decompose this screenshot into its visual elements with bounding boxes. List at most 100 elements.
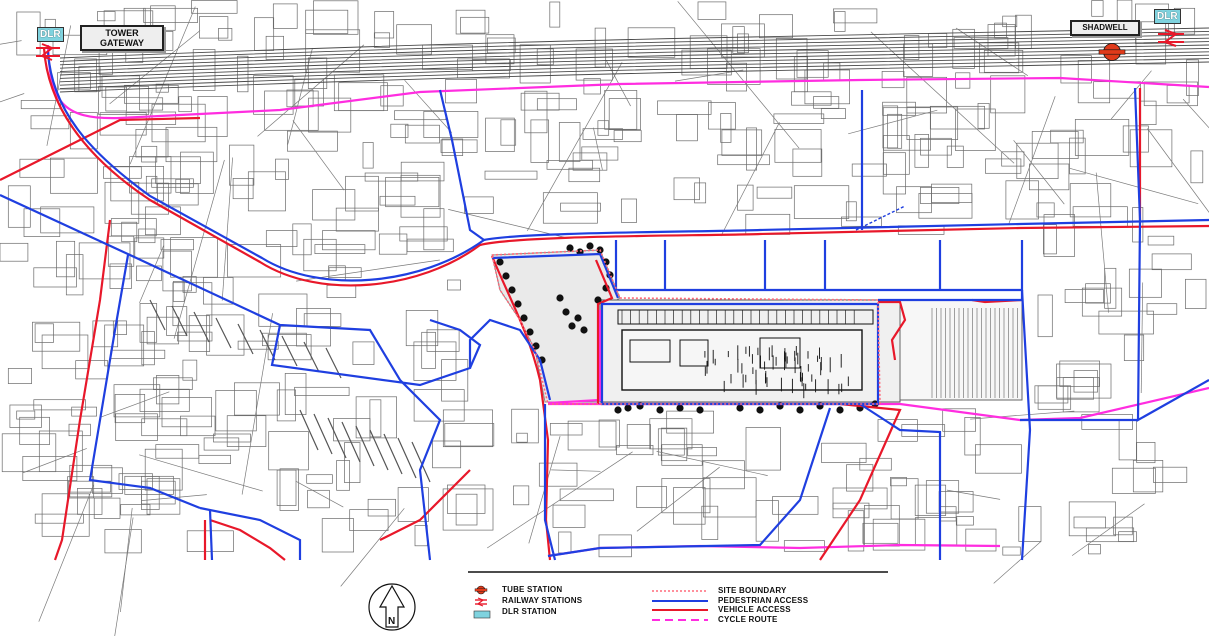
pedestrian-route — [547, 407, 832, 558]
building-outline — [38, 430, 83, 472]
building-outline — [153, 377, 193, 390]
tree — [520, 314, 528, 322]
building-outline — [188, 315, 211, 352]
building-outline — [218, 28, 233, 41]
shadwell-rail-symbol — [1158, 29, 1184, 47]
street-edge — [636, 466, 720, 532]
building-outline — [1034, 385, 1069, 404]
building-outline — [68, 480, 112, 493]
building-outline — [536, 48, 554, 66]
building-outline — [312, 189, 356, 221]
building-outline — [143, 7, 198, 23]
marina-pontoon — [327, 417, 347, 459]
marina-pontoon — [397, 437, 417, 479]
north-arrow — [368, 583, 416, 631]
tree — [556, 294, 564, 302]
building-outline — [180, 151, 214, 194]
building-outline — [666, 410, 714, 434]
street-edge — [221, 157, 233, 301]
building-outline — [141, 418, 188, 437]
building-outline — [737, 33, 749, 54]
marina-pontoon — [369, 429, 389, 471]
street-edge — [340, 508, 405, 587]
building-outline — [793, 185, 850, 219]
building-outline — [151, 103, 206, 143]
building-outline — [887, 113, 903, 149]
building-outline — [661, 478, 711, 514]
building-outline — [308, 97, 352, 133]
shadwell-dlr-badge: DLR — [1154, 9, 1181, 24]
building-outline — [621, 198, 637, 223]
building-outline — [1088, 544, 1101, 555]
building-outline — [447, 279, 461, 291]
street-edge — [292, 120, 345, 191]
marina-pontoon — [313, 413, 333, 455]
building-outline — [98, 86, 150, 115]
building-outline — [772, 496, 819, 515]
building-outline — [423, 208, 445, 251]
building-outline — [144, 448, 183, 491]
building-outline — [165, 126, 218, 163]
building-outline — [746, 127, 757, 171]
street-edge — [1182, 98, 1209, 129]
building-outline — [558, 122, 581, 162]
building-outline — [20, 100, 61, 110]
building-outline — [1085, 527, 1135, 543]
building-outline — [530, 119, 549, 163]
building-outline — [1043, 214, 1075, 257]
building-outline — [139, 388, 190, 412]
street-edge — [551, 469, 601, 472]
pedestrian-route — [491, 252, 620, 299]
pedestrian-route — [46, 51, 1209, 282]
street-edge — [946, 489, 1001, 500]
tree — [756, 406, 764, 414]
building-outline — [1153, 466, 1188, 483]
building-outline — [314, 244, 366, 254]
building-outline — [804, 69, 850, 105]
building-outline — [229, 144, 255, 186]
building-outline — [432, 440, 462, 469]
building-outline — [657, 100, 712, 115]
building-outline — [50, 157, 98, 194]
cycle-route — [547, 310, 602, 405]
building-outline — [549, 423, 583, 436]
building-outline — [1018, 506, 1042, 542]
tree — [580, 326, 588, 334]
building-outline — [832, 487, 888, 510]
building-outline — [182, 276, 197, 293]
building-outline — [673, 177, 700, 201]
building-outline — [405, 310, 439, 347]
building-outline — [41, 493, 90, 537]
building-outline — [227, 244, 282, 278]
building-outline — [355, 396, 397, 439]
tree — [614, 406, 622, 414]
building-outline — [203, 437, 240, 451]
tree — [586, 242, 594, 250]
building-outline — [247, 171, 286, 212]
street-edge — [656, 451, 768, 476]
building-outline — [1129, 129, 1173, 168]
street-edge — [0, 40, 22, 45]
tree — [736, 404, 744, 412]
building-outline — [1059, 360, 1100, 387]
building-outline — [93, 497, 121, 519]
pedestrian-route — [208, 509, 214, 561]
building-outline — [292, 223, 312, 256]
street-edge — [109, 30, 201, 105]
vehicle-route — [490, 255, 552, 561]
building-outline — [1128, 268, 1162, 298]
building-outline — [129, 156, 172, 194]
building-outline — [400, 161, 445, 182]
building-outline — [1104, 267, 1117, 309]
building-outline — [272, 3, 298, 29]
vehicle-route — [594, 259, 614, 404]
building-outline — [1143, 81, 1198, 107]
building-outline — [756, 186, 793, 199]
building-outline — [952, 28, 975, 69]
railway-track — [59, 44, 1209, 76]
tree — [566, 244, 574, 252]
building-outline — [582, 128, 623, 140]
vehicle-route — [42, 47, 1209, 287]
site-boundary-line — [491, 249, 881, 405]
building-outline — [390, 123, 409, 138]
